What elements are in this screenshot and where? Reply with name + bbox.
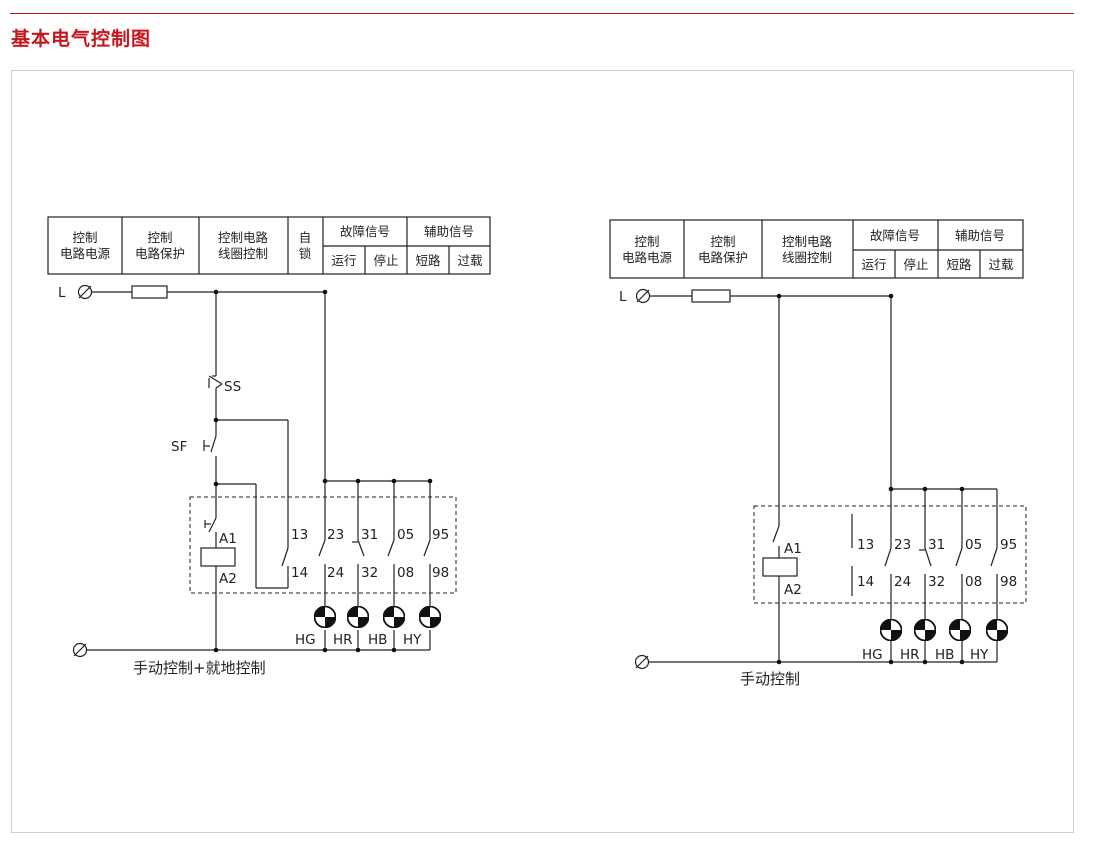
left-lamp-label-hr: HR (333, 632, 353, 648)
left-hdr-col2-line2: 电路保护 (135, 246, 185, 261)
right-hdr-col2-line1: 控制 (710, 234, 735, 249)
right-hdr-fault-group: 故障信号 (870, 228, 920, 243)
left-lamp-label-hb: HB (368, 632, 387, 648)
right-hdr-col3-line2: 线圈控制 (782, 250, 832, 265)
right-lamp-hr (914, 619, 936, 641)
left-switch-sf-label: SF (171, 439, 187, 455)
right-term-top-31: 31 (928, 537, 945, 553)
left-lamp-hy (419, 606, 441, 628)
left-hdr-aux-group: 辅助信号 (424, 224, 474, 239)
left-hdr-col3-line1: 控制电路 (218, 230, 269, 245)
left-term-bot-32: 32 (361, 565, 378, 581)
right-term-bot-32: 32 (928, 574, 945, 590)
right-header-table (609, 219, 1024, 279)
left-switch-ss-label: SS (224, 379, 241, 395)
left-term-bot-98: 98 (432, 565, 449, 581)
page-title: 基本电气控制图 (11, 28, 152, 50)
right-lamp-label-hy: HY (970, 647, 989, 663)
right-fuse (691, 289, 731, 303)
left-term-bot-08: 08 (397, 565, 414, 581)
right-lamp-hb (949, 619, 971, 641)
right-hdr-aux-over: 过载 (988, 257, 1014, 272)
left-term-top-05: 05 (397, 527, 414, 543)
right-term-bot-98: 98 (1000, 574, 1017, 590)
right-lamp-hg (880, 619, 902, 641)
left-diagram (47, 216, 491, 658)
left-hdr-col1-line1: 控制 (72, 230, 97, 245)
left-hdr-col4-line2: 锁 (299, 246, 312, 261)
left-hdr-aux-over: 过载 (457, 253, 483, 268)
left-hdr-fault-stop: 停止 (373, 253, 398, 268)
left-coil-a2-label: A2 (219, 571, 237, 587)
right-lamp-label-hg: HG (862, 647, 883, 663)
left-fuse (131, 285, 168, 299)
left-coil-a1-label: A1 (219, 531, 237, 547)
left-caption: 手动控制+就地控制 (133, 659, 266, 677)
diagram-frame (11, 70, 1074, 833)
left-lamp-hg (314, 606, 336, 628)
left-relay-coil (200, 547, 236, 567)
left-hdr-fault-run: 运行 (331, 253, 356, 268)
right-caption: 手动控制 (740, 670, 800, 688)
right-line-label: L (619, 289, 627, 305)
left-hdr-fault-group: 故障信号 (340, 224, 390, 239)
right-lamp-label-hr: HR (900, 647, 920, 663)
left-hdr-col2-line1: 控制 (147, 230, 172, 245)
top-divider (10, 13, 1074, 14)
right-hdr-fault-stop: 停止 (903, 257, 928, 272)
right-term-top-05: 05 (965, 537, 982, 553)
left-hdr-aux-short: 短路 (415, 253, 441, 268)
right-hdr-col3-line1: 控制电路 (782, 234, 833, 249)
right-term-bot-24: 24 (894, 574, 911, 590)
left-term-top-13: 13 (291, 527, 308, 543)
right-lamp-label-hb: HB (935, 647, 954, 663)
right-hdr-col1-line2: 电路电源 (622, 250, 673, 265)
right-coil-a1-label: A1 (784, 541, 802, 557)
left-term-top-23: 23 (327, 527, 344, 543)
right-coil-a2-label: A2 (784, 582, 802, 598)
left-lamp-label-hy: HY (403, 632, 422, 648)
right-term-top-23: 23 (894, 537, 911, 553)
left-hdr-col1-line2: 电路电源 (60, 246, 111, 261)
left-term-bot-14: 14 (291, 565, 308, 581)
right-relay-box (753, 505, 1027, 604)
left-line-label: L (58, 285, 66, 301)
left-lamp-hb (383, 606, 405, 628)
left-term-top-95: 95 (432, 527, 449, 543)
right-term-top-95: 95 (1000, 537, 1017, 553)
right-hdr-aux-short: 短路 (946, 257, 972, 272)
right-diagram (609, 219, 1027, 670)
right-junction-dots (776, 293, 965, 665)
right-term-top-13: 13 (857, 537, 874, 553)
left-junction-dots (213, 289, 433, 653)
right-hdr-fault-run: 运行 (861, 257, 886, 272)
right-term-bot-08: 08 (965, 574, 982, 590)
right-hdr-col1-line1: 控制 (634, 234, 659, 249)
right-hdr-aux-group: 辅助信号 (955, 228, 1005, 243)
left-relay-box (189, 496, 457, 594)
left-header-table (47, 216, 491, 275)
left-term-top-31: 31 (361, 527, 378, 543)
left-lamp-label-hg: HG (295, 632, 316, 648)
right-hdr-col2-line2: 电路保护 (698, 250, 748, 265)
right-term-bot-14: 14 (857, 574, 874, 590)
left-lamp-hr (347, 606, 369, 628)
left-hdr-col4-line1: 自 (299, 230, 312, 245)
left-term-bot-24: 24 (327, 565, 344, 581)
right-lamp-hy (986, 619, 1008, 641)
left-hdr-col3-line2: 线圈控制 (218, 246, 268, 261)
right-relay-coil (762, 557, 798, 577)
